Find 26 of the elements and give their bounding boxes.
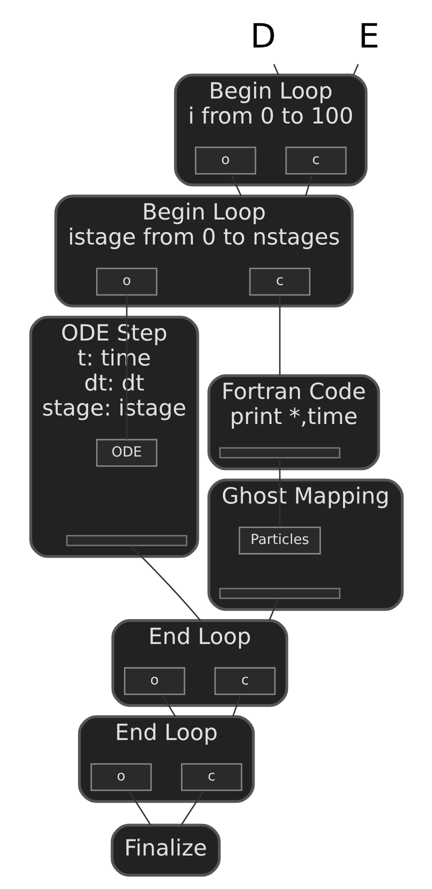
connector: [352, 64, 358, 76]
connector: [268, 598, 278, 621]
node-text: E: [358, 16, 379, 56]
node-box: c: [248, 268, 310, 296]
node-box: c: [214, 667, 276, 696]
node-box: o: [90, 763, 152, 792]
connector: [272, 64, 279, 76]
node-box: o: [194, 146, 256, 174]
node-box: c: [180, 763, 242, 792]
connector: [160, 694, 176, 717]
node-box: Finalize: [110, 824, 220, 877]
node-bar: [66, 534, 187, 546]
connector: [230, 174, 242, 196]
node-box: Particles: [238, 526, 320, 554]
node-box: o: [96, 268, 157, 296]
node-box: ODE: [96, 438, 157, 467]
connector: [232, 694, 241, 717]
cluster: Fortran Code print *,time: [206, 374, 380, 470]
node-box: c: [284, 146, 346, 174]
connector: [304, 174, 312, 196]
node-bar: [218, 588, 340, 599]
node-text: D: [250, 16, 276, 56]
connector: [278, 295, 280, 376]
node-box: o: [123, 667, 185, 696]
connector: [130, 546, 201, 621]
node-bar: [218, 447, 340, 458]
